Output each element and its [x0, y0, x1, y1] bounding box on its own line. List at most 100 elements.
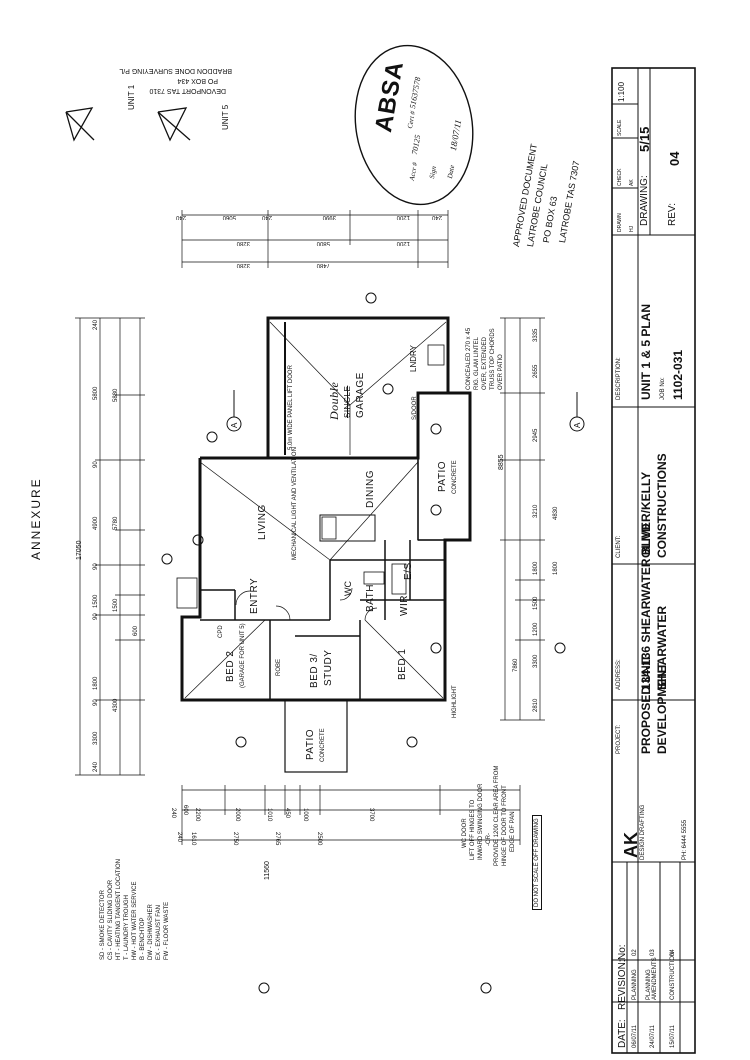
tb-client-1: OLIVER/KELLY — [639, 471, 653, 558]
tb-desc: UNIT 1 & 5 PLAN — [639, 303, 653, 400]
surveyor-triangle-marks — [65, 107, 191, 142]
tb-rev-no: 04 — [670, 949, 676, 956]
note-conceal-1: CONCEALED 270 x 45 — [466, 327, 472, 390]
room-wc: WC — [343, 581, 353, 596]
dim-left-chain2: 4300 — [113, 698, 119, 712]
tb-phone: PH: 6444 5555 — [682, 819, 688, 860]
surveyor-stamp-line2: PO BOX 434 — [177, 77, 218, 84]
absa-seal — [354, 44, 474, 206]
dim-right-chain: 3210 — [533, 504, 539, 518]
dim-bottom-chain2: 2750 — [232, 832, 238, 846]
room-laundry: LNDRY — [409, 345, 418, 372]
dim-bottom-chain: 2200 — [194, 808, 200, 822]
dim-bottom-chain: 3700 — [368, 808, 374, 822]
tb-rev-date: 15/07/11 — [670, 1025, 676, 1048]
dim-right-total: 8855 — [498, 454, 505, 470]
tb-client-label: CLIENT: — [616, 535, 622, 558]
tb-scale: 1:100 — [617, 81, 626, 102]
kitchen-bench — [319, 514, 376, 542]
tb-rev-desc: CONSTRUCTION — [670, 951, 676, 1000]
dim-top-chain: 90 — [93, 461, 99, 468]
tb-drawn-label: DRAWN — [617, 213, 623, 232]
dim-top-total: 17050 — [76, 540, 83, 560]
room-bed3: BED 3/ — [309, 653, 320, 688]
dim-gtop-chain: 240 — [261, 214, 272, 220]
dim-right-chain: 1800 — [553, 561, 559, 575]
dim-bottom-chain2: 240 — [176, 832, 182, 843]
tb-date-label: DATE: — [617, 1019, 628, 1048]
tb-logo-sub: DESIGN DRAFTING — [640, 804, 646, 860]
dim-gtop-chain2: 5800 — [316, 240, 330, 246]
legend-item: CS - CAVITY SLIDING DOOR — [108, 879, 114, 960]
surveyor-stamp-line3: DEVONPORT TAS 7310 — [149, 87, 226, 94]
dim-bottom-chain2: 2765 — [274, 832, 280, 846]
dim-right-sub: 4830 — [553, 506, 559, 520]
tb-job-label: JOB No: — [660, 377, 666, 400]
note-wc-1: WC DOOR — [462, 818, 468, 848]
tb-rev: 04 — [667, 151, 682, 166]
tb-revision-label: REVISION: — [617, 959, 628, 1010]
section-marker-left — [226, 390, 242, 432]
section-marker-label: A — [573, 422, 582, 428]
tb-drawing: 5/15 — [637, 126, 652, 152]
dim-top-chain: 1500 — [93, 594, 99, 608]
dim-top-chain: 240 — [93, 761, 99, 772]
room-patio-bottom-sub: CONCRETE — [320, 728, 326, 762]
legend-item: HT - HEATING TANGENT LOCATION — [116, 858, 122, 960]
room-cpd: CPD — [218, 625, 224, 638]
dim-bottom-total: 11560 — [264, 861, 271, 880]
dim-top-chain: 90 — [93, 563, 99, 570]
surveyor-unit-b: UNIT 5 — [221, 104, 230, 130]
surveyor-unit-a: UNIT 1 — [127, 84, 136, 110]
section-marker-right — [569, 392, 585, 432]
title-block-frame — [611, 67, 696, 1054]
tb-rev-date: 24/07/11 — [650, 1025, 656, 1048]
note-conceal-5: OVER PATIO — [498, 354, 504, 390]
note-wc-7: EDGE OF PAN — [510, 811, 516, 852]
room-wir: WIR — [399, 595, 410, 616]
dim-gtop-3280: 3280 — [236, 262, 250, 268]
dim-left-chain2: 1500 — [113, 598, 119, 612]
note-wc-3: INWARD SWINGING DOOR — [478, 783, 484, 860]
legend-item: DW - DISHWASHER — [148, 904, 154, 960]
note-highlight: HIGHLIGHT — [452, 685, 458, 718]
note-mechanical: MECHANICAL LIGHT AND VENTILATION — [292, 447, 298, 560]
dim-right-chain: 2945 — [533, 428, 539, 442]
dim-bottom-chain: 450 — [284, 808, 290, 819]
tb-rev-date: 06/07/11 — [632, 1025, 638, 1048]
dim-gtop-chain: 1200 — [396, 214, 410, 220]
dim-bottom-chain2: 2500 — [316, 832, 322, 846]
dim-gtop-total: 7480 — [316, 262, 330, 268]
dim-gtop-chain: 240 — [175, 214, 186, 220]
legend-item: FW - FLOOR WASTE — [164, 901, 170, 960]
dim-top-chain: 5800 — [93, 386, 99, 400]
room-bed2-note: (GARAGE FOR UNIT 5) — [240, 623, 246, 688]
dim-right-chain: 1500 — [533, 596, 539, 610]
note-wc-4: -OR- — [486, 833, 492, 846]
dim-top-chain: 90 — [93, 613, 99, 620]
tb-client-2: CONSTRUCTIONS — [655, 453, 669, 558]
tb-drawn: HJ — [629, 225, 635, 232]
garage-outline — [266, 316, 450, 458]
dim-bottom-chain: 1010 — [266, 808, 272, 822]
dim-right-sub: 7860 — [513, 658, 519, 672]
tb-project-label: PROJECT: — [616, 724, 622, 754]
room-patio-top: PATIO — [437, 460, 448, 492]
tb-no-label: No: — [617, 944, 628, 960]
note-conceal-3: OVER, EXTENDED — [482, 336, 488, 390]
tb-rev-no: 02 — [632, 949, 638, 956]
room-robe: ROBE — [276, 658, 282, 676]
dim-right-chain: 3335 — [533, 328, 539, 342]
surveyor-stamp-line1: BRADDON DONE SURVEYING P/L — [119, 67, 232, 74]
tb-address-2: SHEARWATER — [655, 605, 669, 690]
section-marker-label: A — [230, 422, 239, 428]
room-bath: BATH — [365, 584, 376, 612]
dim-gtop-chain: 5060 — [222, 214, 236, 220]
tb-logo: AK — [621, 832, 641, 858]
patio-bottom-outline — [284, 699, 348, 773]
tb-job: 1102-031 — [671, 349, 685, 400]
tb-rev-desc: PLANNING — [632, 969, 638, 1000]
room-bed1: BED 1 — [397, 648, 408, 680]
annexure-heading: ANNEXURE — [29, 477, 43, 560]
garage-note: Double — [327, 381, 341, 420]
